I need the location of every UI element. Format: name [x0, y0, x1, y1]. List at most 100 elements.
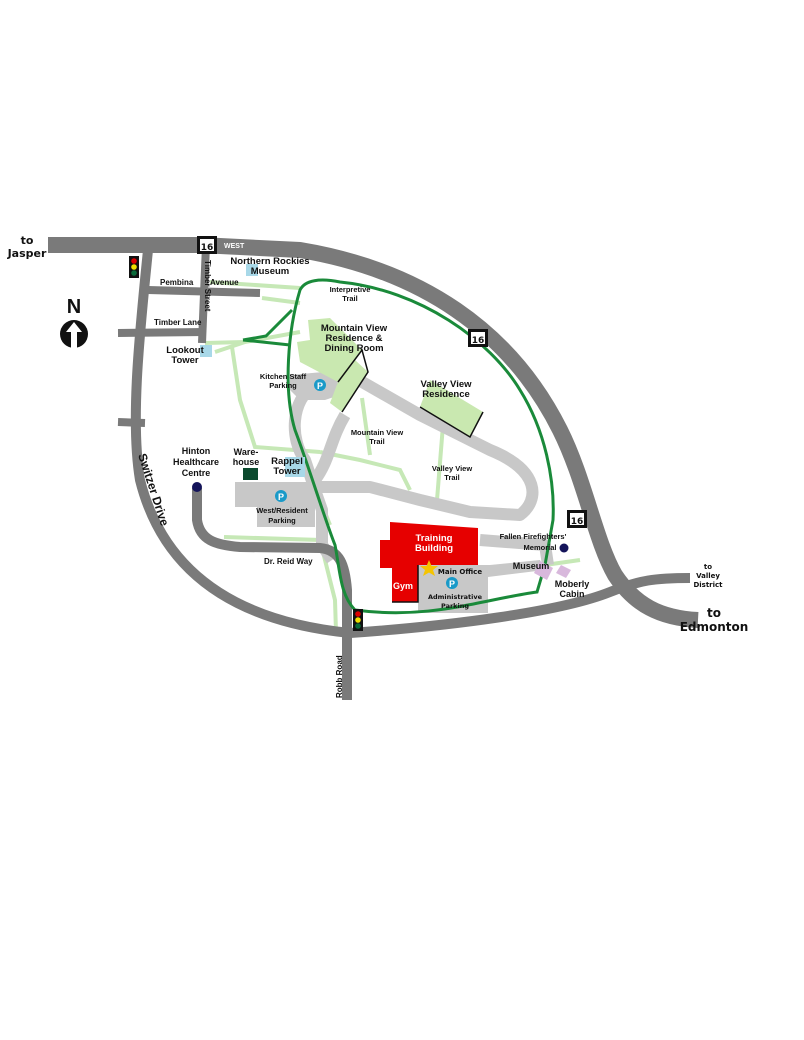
- lookout-tower-label: Lookout Tower: [166, 345, 204, 366]
- svg-text:Valley View: Valley View: [432, 464, 472, 473]
- svg-text:Parking: Parking: [441, 602, 469, 610]
- svg-text:Building: Building: [415, 543, 453, 554]
- valley-view-residence-building: [420, 380, 483, 437]
- svg-text:Museum: Museum: [251, 266, 290, 277]
- to-jasper-label: to Jasper: [7, 234, 47, 260]
- svg-text:Fallen Firefighters': Fallen Firefighters': [500, 532, 567, 541]
- parking-icon: P: [275, 490, 287, 502]
- svg-text:Residence &: Residence &: [325, 333, 382, 344]
- svg-text:West/Resident: West/Resident: [256, 506, 308, 515]
- timber-street: [198, 244, 210, 344]
- svg-text:to: to: [707, 606, 721, 620]
- rappel-tower-building: [285, 457, 305, 477]
- pembina-label: Pembina: [160, 278, 194, 287]
- highway-16-shield-icon: 16: [567, 510, 587, 528]
- trail-spur: [242, 308, 294, 347]
- svg-text:Hinton: Hinton: [182, 446, 211, 456]
- svg-text:Mountain View: Mountain View: [321, 323, 388, 334]
- svg-text:to: to: [704, 563, 712, 571]
- svg-text:Jasper: Jasper: [7, 247, 47, 260]
- svg-text:Centre: Centre: [182, 468, 211, 478]
- svg-text:Lookout: Lookout: [166, 345, 204, 356]
- valley-view-residence-label: Valley View Residence: [420, 379, 472, 400]
- svg-text:Healthcare: Healthcare: [173, 457, 219, 467]
- moberly-cabin-building: [556, 565, 571, 578]
- parking-icon: P: [446, 577, 458, 589]
- gym-label: Gym: [393, 581, 413, 591]
- residences: [297, 318, 484, 439]
- training-building-label: Training Building: [415, 533, 453, 554]
- main-office-label: Main Office: [438, 568, 482, 576]
- svg-text:Administrative: Administrative: [428, 593, 483, 601]
- timber-street-label: Timber Street: [203, 260, 212, 312]
- timber-lane-label: Timber Lane: [154, 318, 202, 327]
- svg-text:Parking: Parking: [269, 381, 297, 390]
- valley-view-trail-label: Valley View Trail: [432, 464, 472, 482]
- svg-text:P: P: [449, 579, 455, 589]
- svg-text:house: house: [233, 457, 260, 467]
- svg-text:District: District: [693, 581, 723, 589]
- svg-text:Residence: Residence: [422, 389, 470, 400]
- administrative-parking-lot: [418, 560, 545, 613]
- avenue-label: Avenue: [210, 278, 239, 287]
- svg-text:P: P: [317, 381, 323, 391]
- svg-text:to: to: [21, 234, 34, 247]
- traffic-light-icon: [129, 256, 139, 278]
- main-office-star-icon: [420, 560, 438, 576]
- highway-direction-label: WEST: [224, 243, 245, 250]
- timber-lane: [117, 328, 206, 337]
- svg-text:Ware-: Ware-: [234, 447, 259, 457]
- svg-text:Trail: Trail: [369, 437, 384, 446]
- svg-text:Valley View: Valley View: [420, 379, 472, 390]
- street-labels: Pembina Avenue Timber Lane Dr. Reid Way …: [154, 260, 344, 698]
- svg-text:Tower: Tower: [273, 466, 301, 477]
- svg-text:Trail: Trail: [444, 473, 459, 482]
- parking-icon: P: [314, 379, 326, 391]
- fallen-firefighters-memorial-label: Fallen Firefighters' Memorial: [500, 532, 567, 552]
- svg-text:Northern Rockies: Northern Rockies: [230, 256, 309, 267]
- administrative-parking-label: Administrative Parking: [428, 593, 483, 610]
- warehouse-building: [243, 468, 258, 480]
- svg-text:Dining Room: Dining Room: [324, 343, 383, 354]
- to-valley-district-label: to Valley District: [693, 563, 723, 589]
- memorial-marker-icon: [559, 543, 569, 553]
- interpretive-trail-loop: [286, 278, 555, 615]
- lookout-tower-building: [200, 345, 212, 357]
- svg-text:N: N: [67, 296, 81, 318]
- svg-text:Moberly: Moberly: [555, 579, 590, 589]
- to-edmonton-label: to Edmonton: [680, 606, 749, 634]
- mountain-view-residence-label: Mountain View Residence & Dining Room: [321, 323, 388, 354]
- museum-label: Museum: [513, 561, 550, 571]
- north-arrow-icon: N: [60, 296, 88, 348]
- moberly-cabin-label: Moberly Cabin: [555, 579, 590, 599]
- switzer-drive: [130, 249, 351, 638]
- main-roads: [48, 237, 699, 700]
- road-to-valley-district: [349, 573, 691, 638]
- svg-text:Trail: Trail: [342, 294, 357, 303]
- svg-text:Kitchen Staff: Kitchen Staff: [260, 372, 307, 381]
- west-resident-parking-label: West/Resident Parking: [256, 506, 308, 525]
- svg-text:16: 16: [472, 336, 485, 346]
- svg-text:Valley: Valley: [696, 572, 720, 580]
- west-resident-parking-lot: [235, 482, 315, 507]
- interpretive-trail-label: Interpretive Trail: [330, 285, 371, 303]
- mountain-view-trail-label: Mountain View Trail: [351, 428, 404, 446]
- hinton-healthcare-centre-label: Hinton Healthcare Centre: [173, 446, 219, 478]
- northern-rockies-museum-building: [246, 264, 258, 276]
- highway-16-shield-icon: 16: [197, 236, 217, 254]
- northern-rockies-museum-label: Northern Rockies Museum: [230, 256, 309, 277]
- svg-text:P: P: [278, 492, 284, 502]
- kitchen-staff-parking-label: Kitchen Staff Parking: [260, 372, 307, 390]
- svg-text:Cabin: Cabin: [559, 589, 584, 599]
- svg-text:Interpretive: Interpretive: [330, 285, 371, 294]
- dr-reid-way-label: Dr. Reid Way: [264, 557, 313, 566]
- robb-road-label: Robb Road: [335, 655, 344, 698]
- healthcare-marker-icon: [192, 482, 202, 492]
- svg-text:Memorial: Memorial: [524, 543, 557, 552]
- museum-building: [534, 561, 553, 580]
- svg-text:16: 16: [201, 243, 214, 253]
- dr-reid-way: [192, 488, 352, 700]
- mountain-view-residence-building: [297, 318, 362, 382]
- rappel-tower-label: Rappel Tower: [271, 456, 303, 477]
